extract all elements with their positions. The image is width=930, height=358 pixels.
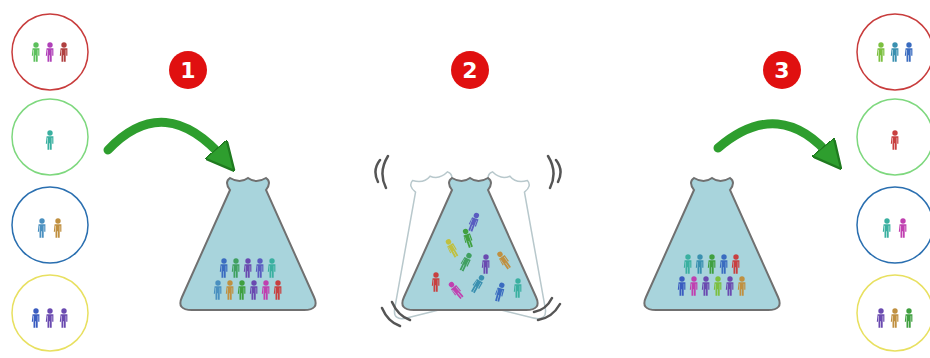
- bag-shaking: [364, 156, 575, 326]
- person-icon: [905, 42, 913, 61]
- person-icon: [60, 42, 68, 61]
- group-circle: [857, 14, 930, 90]
- group-circle: [12, 187, 88, 263]
- person-icon: [38, 218, 46, 237]
- person-icon: [891, 130, 899, 149]
- group-circle: [12, 14, 88, 90]
- person-icon: [32, 42, 40, 61]
- callout-number: 2: [450, 50, 490, 90]
- person-icon: [46, 42, 54, 61]
- person-icon: [905, 308, 913, 327]
- person-icon: [54, 218, 62, 237]
- curved-arrow: [718, 124, 832, 158]
- shake-mark: [375, 156, 560, 188]
- person-icon: [883, 218, 891, 237]
- callout-badge: 3: [762, 50, 802, 90]
- group-circle: [12, 275, 88, 351]
- group-circles-left: [12, 14, 88, 351]
- person-icon: [32, 308, 40, 327]
- person-icon: [899, 218, 907, 237]
- callout-badge: 2: [450, 50, 490, 90]
- group-circle: [857, 187, 930, 263]
- callout-number: 3: [762, 50, 802, 90]
- person-icon: [60, 308, 68, 327]
- shake-mark: [382, 298, 560, 326]
- group-circle: [857, 99, 930, 175]
- person-icon: [877, 308, 885, 327]
- person-icon: [891, 42, 899, 61]
- bag-filled: [180, 178, 315, 310]
- group-circle: [857, 275, 930, 351]
- person-icon: [877, 42, 885, 61]
- group-circles-right: [857, 14, 930, 351]
- curved-arrow: [108, 122, 225, 160]
- bag-filled: [644, 178, 779, 310]
- callout-badge: 1: [168, 50, 208, 90]
- group-circle: [12, 99, 88, 175]
- person-icon: [46, 308, 54, 327]
- callout-number: 1: [168, 50, 208, 90]
- person-icon: [46, 130, 54, 149]
- person-icon: [891, 308, 899, 327]
